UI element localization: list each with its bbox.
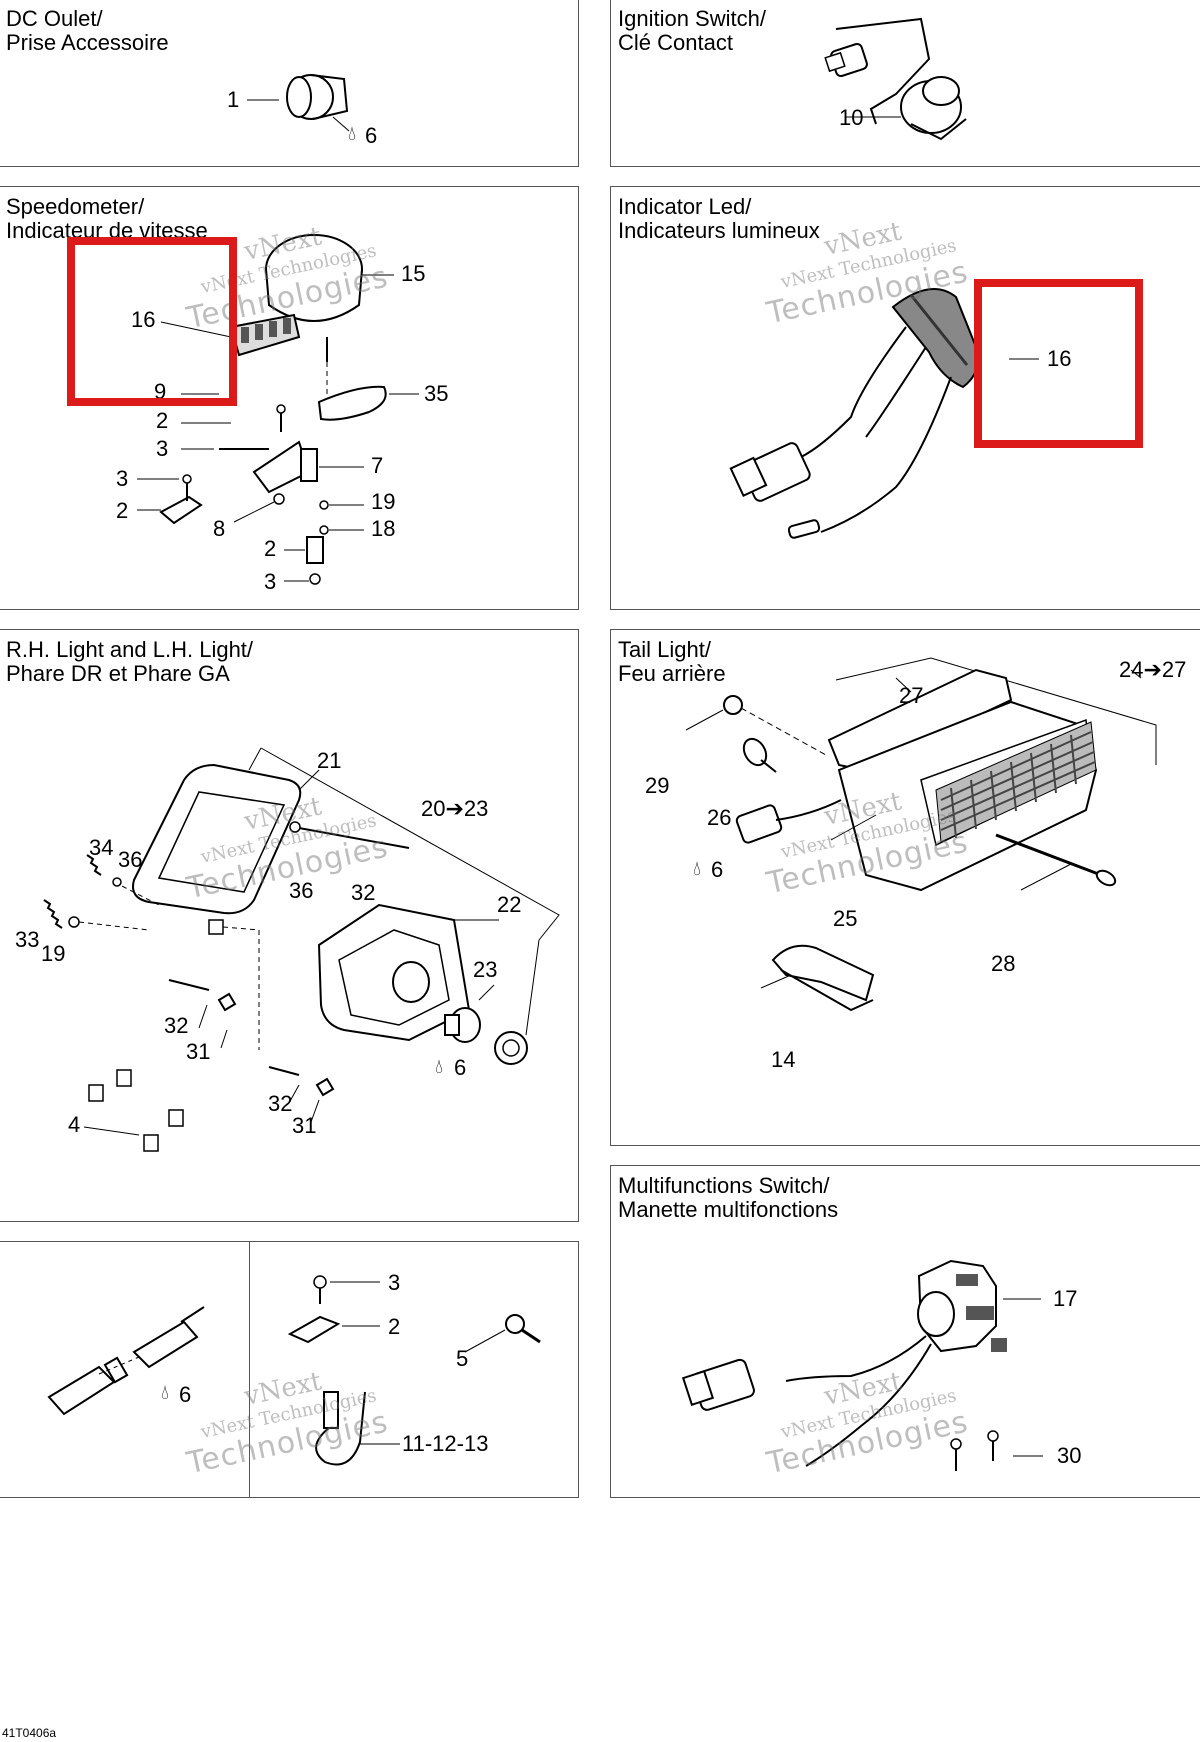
tail-light-drawing <box>685 657 1157 1012</box>
callout-label: 23 <box>473 957 498 982</box>
callout-label: 2 <box>264 536 277 561</box>
callout-label: 4 <box>68 1112 81 1137</box>
callout-label: 8 <box>213 516 226 541</box>
ignition-switch-drawing <box>824 17 967 141</box>
indicator-led-drawing <box>729 288 1039 539</box>
speedometer-drawing <box>137 234 419 585</box>
callout-label: 16 <box>1047 346 1072 371</box>
callout-label: 11-12-13 <box>402 1431 489 1456</box>
highlight-box-indicator-led-16 <box>974 279 1143 448</box>
panel-title: DC Oulet/ Prise Accessoire <box>6 6 169 55</box>
drop-icon: 💧︎ <box>693 858 701 880</box>
drop-icon: 💧︎ <box>161 1382 169 1404</box>
callout-label: 32 <box>268 1091 293 1116</box>
callout-label: 20➔23 <box>421 796 489 821</box>
panel-headlights: R.H. Light and L.H. Light/ Phare DR et P… <box>0 629 579 1222</box>
headlights-drawing <box>43 747 560 1152</box>
callout-label: 19 <box>41 941 66 966</box>
callout-label: 2 <box>156 408 169 433</box>
callout-label: 6 <box>711 857 724 882</box>
reference-code: 41T0406a <box>2 1726 57 1740</box>
callout-label: 9 <box>154 379 167 404</box>
callout-label: 31 <box>292 1113 317 1138</box>
callout-label: 33 <box>15 927 40 952</box>
panel-indicator-led: Indicator Led/ Indicateurs lumineux 16 <box>610 186 1200 610</box>
callout-label: 3 <box>264 569 277 594</box>
callout-label: 6 <box>454 1055 467 1080</box>
callout-label: 30 <box>1057 1443 1082 1468</box>
callout-label: 3 <box>156 436 169 461</box>
dc-outlet-drawing <box>247 74 350 132</box>
callout-label: 5 <box>456 1346 469 1371</box>
callout-label: 17 <box>1053 1286 1078 1311</box>
callout-label: 2 <box>116 498 129 523</box>
callout-label: 25 <box>833 906 858 931</box>
clips-drawing <box>287 1275 541 1466</box>
callout-label: 3 <box>388 1270 401 1295</box>
callout-label: 16 <box>131 307 156 332</box>
callout-label: 32 <box>351 880 376 905</box>
callout-label: 27 <box>899 683 924 708</box>
callout-label: 22 <box>497 892 522 917</box>
callout-label: 34 <box>89 835 114 860</box>
callout-label: 28 <box>991 951 1016 976</box>
callout-label: 32 <box>164 1013 189 1038</box>
callout-label: 15 <box>401 261 426 286</box>
callout-label: 3 <box>116 466 129 491</box>
panel-ignition-switch: Ignition Switch/ Clé Contact 10 <box>610 0 1200 167</box>
callout-label: 7 <box>371 453 384 478</box>
multifunction-switch-drawing <box>681 1259 1043 1471</box>
callout-label: 24➔27 <box>1119 657 1187 682</box>
callout-label: 14 <box>771 1047 796 1072</box>
callout-label: 6 <box>365 123 378 148</box>
panel-title: Tail Light/ Feu arrière <box>618 637 726 686</box>
panel-tail-light: Tail Light/ Feu arrière <box>610 629 1200 1146</box>
callout-label: 36 <box>289 878 314 903</box>
callout-label: 31 <box>186 1039 211 1064</box>
panel-title: R.H. Light and L.H. Light/ Phare DR et P… <box>6 637 254 686</box>
panel-connector: 💧︎ 6 <box>0 1241 251 1498</box>
panel-title: Speedometer/ Indicateur de vitesse <box>6 194 208 243</box>
connector-drawing <box>47 1306 205 1416</box>
callout-label: 29 <box>645 773 670 798</box>
callout-label: 36 <box>118 847 143 872</box>
callout-label: 6 <box>179 1382 192 1407</box>
callout-label: 21 <box>317 748 342 773</box>
panel-title: Ignition Switch/ Clé Contact <box>618 6 766 55</box>
panel-dc-outlet: DC Oulet/ Prise Accessoire 1 💧︎ 6 <box>0 0 579 167</box>
drop-icon: 💧︎ <box>435 1056 443 1078</box>
lens-grid <box>935 721 1097 843</box>
callout-label: 19 <box>371 489 396 514</box>
callout-label: 10 <box>839 105 864 130</box>
panel-title: Multifunctions Switch/ Manette multifonc… <box>618 1173 839 1222</box>
callout-label: 2 <box>388 1314 401 1339</box>
callout-label: 18 <box>371 516 396 541</box>
callout-label: 1 <box>227 87 240 112</box>
panel-clips: 3 2 5 11-12-13 <box>249 1241 579 1498</box>
callout-label: 35 <box>424 381 449 406</box>
callout-label: 26 <box>707 805 732 830</box>
panel-multifunction-switch: Multifunctions Switch/ Manette multifonc… <box>610 1165 1200 1498</box>
highlight-box-speedometer-16 <box>67 237 237 406</box>
drop-icon: 💧︎ <box>348 123 356 145</box>
panel-title: Indicator Led/ Indicateurs lumineux <box>618 194 820 243</box>
